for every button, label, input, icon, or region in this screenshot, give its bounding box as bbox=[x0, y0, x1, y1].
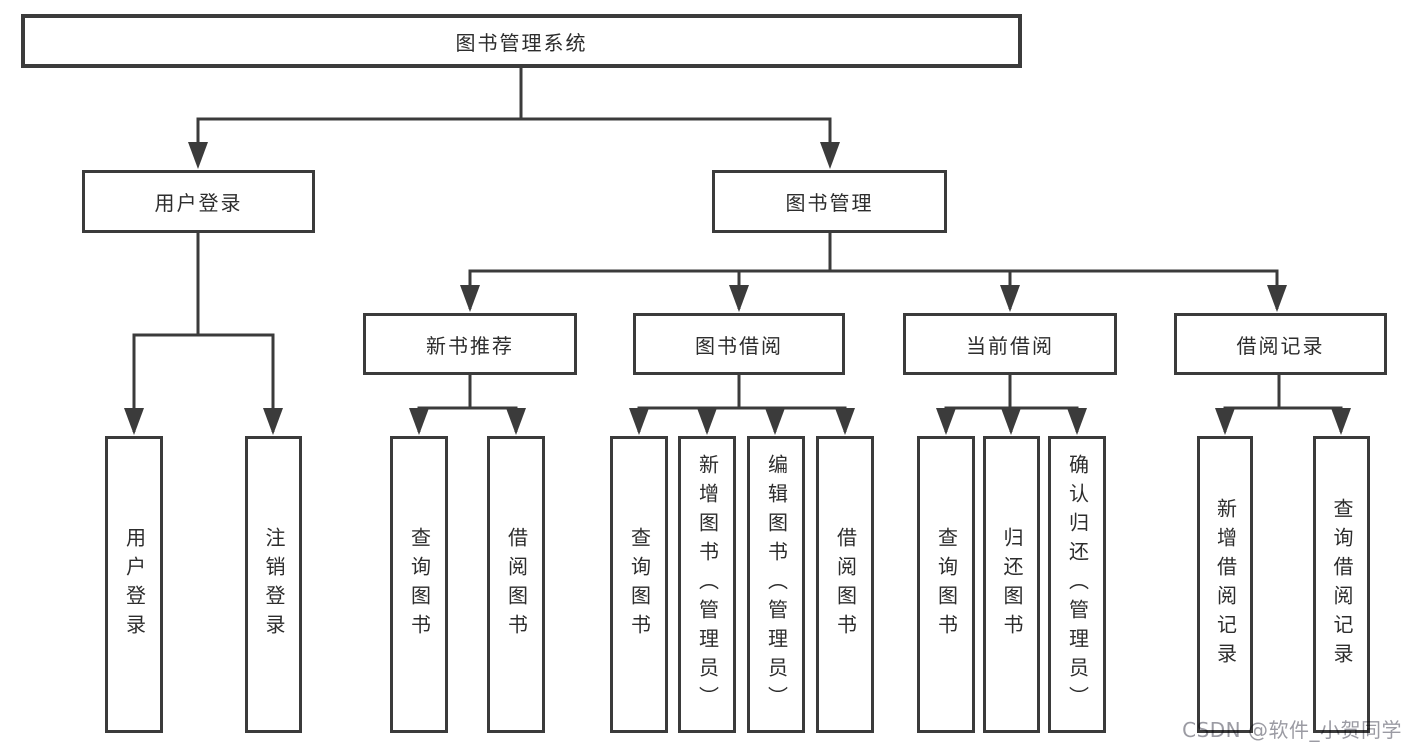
leaf-label: 借阅图书 bbox=[504, 526, 529, 643]
arrowhead bbox=[629, 408, 649, 435]
leaf-br-add-record: 新增借阅记录 bbox=[1197, 436, 1253, 733]
leaf-cb-confirm-return-admin: 确认归还（管理员） bbox=[1048, 436, 1106, 733]
leaf-label: 编辑图书（管理员） bbox=[764, 454, 789, 715]
leaf-logout: 注销登录 bbox=[245, 436, 302, 733]
csdn-watermark: CSDN @软件_小贺同学 bbox=[1182, 718, 1402, 742]
arrowhead bbox=[1067, 408, 1087, 435]
leaf-label: 查询图书 bbox=[627, 526, 652, 643]
leaf-cb-query-book: 查询图书 bbox=[917, 436, 975, 733]
leaf-label: 查询借阅记录 bbox=[1330, 497, 1354, 672]
arrowhead bbox=[835, 408, 855, 435]
leaf-label: 用户登录 bbox=[122, 526, 147, 643]
arrowheads bbox=[124, 142, 1351, 435]
arrowhead bbox=[1215, 408, 1235, 435]
node-user-login: 用户登录 bbox=[82, 170, 315, 233]
leaf-label: 查询图书 bbox=[934, 526, 959, 643]
leaf-user-login: 用户登录 bbox=[105, 436, 163, 733]
arrowhead bbox=[188, 142, 208, 169]
arrowhead bbox=[729, 285, 749, 312]
leaf-label: 新增借阅记录 bbox=[1213, 497, 1238, 672]
arrowhead bbox=[936, 408, 956, 435]
connector-new-rec-branch bbox=[417, 406, 518, 432]
arrowhead bbox=[1001, 408, 1021, 435]
leaf-label: 确认归还（管理员） bbox=[1065, 454, 1090, 715]
arrowhead bbox=[124, 408, 144, 435]
leaf-bb-edit-book-admin: 编辑图书（管理员） bbox=[747, 436, 805, 733]
arrowhead bbox=[765, 408, 785, 435]
leaf-rec-query-book: 查询图书 bbox=[390, 436, 448, 733]
leaf-bb-borrow-book: 借阅图书 bbox=[816, 436, 874, 733]
arrowhead bbox=[1331, 408, 1351, 435]
leaf-label: 查询图书 bbox=[407, 526, 432, 643]
connector-book-borrow-branch bbox=[637, 406, 847, 432]
leaf-bb-query-book: 查询图书 bbox=[610, 436, 668, 733]
arrowhead bbox=[460, 285, 480, 312]
arrowhead bbox=[506, 408, 526, 435]
connector-book-mgmt-branch bbox=[468, 269, 1279, 309]
leaf-cb-return-book: 归还图书 bbox=[983, 436, 1040, 733]
arrowhead bbox=[1000, 285, 1020, 312]
arrowhead bbox=[409, 408, 429, 435]
leaf-label: 归还图书 bbox=[1000, 526, 1024, 643]
arrowhead bbox=[820, 142, 840, 169]
leaf-label: 借阅图书 bbox=[833, 526, 858, 643]
node-library-management-system: 图书管理系统 bbox=[21, 14, 1022, 68]
leaf-rec-borrow-book: 借阅图书 bbox=[487, 436, 545, 733]
arrowhead bbox=[263, 408, 283, 435]
connector-root-branch bbox=[196, 117, 832, 165]
leaf-bb-add-book-admin: 新增图书（管理员） bbox=[678, 436, 736, 733]
node-new-book-recommend: 新书推荐 bbox=[363, 313, 577, 375]
node-book-borrow: 图书借阅 bbox=[633, 313, 845, 375]
leaf-br-query-record: 查询借阅记录 bbox=[1313, 436, 1370, 733]
connector-user-login-branch bbox=[132, 333, 275, 432]
node-current-borrow: 当前借阅 bbox=[903, 313, 1117, 375]
leaf-label: 注销登录 bbox=[262, 526, 286, 643]
node-book-management: 图书管理 bbox=[712, 170, 947, 233]
arrowhead bbox=[1267, 285, 1287, 312]
connector-borrow-record-branch bbox=[1223, 406, 1343, 432]
arrowhead bbox=[697, 408, 717, 435]
node-borrow-record: 借阅记录 bbox=[1174, 313, 1387, 375]
leaf-label: 新增图书（管理员） bbox=[695, 454, 720, 715]
